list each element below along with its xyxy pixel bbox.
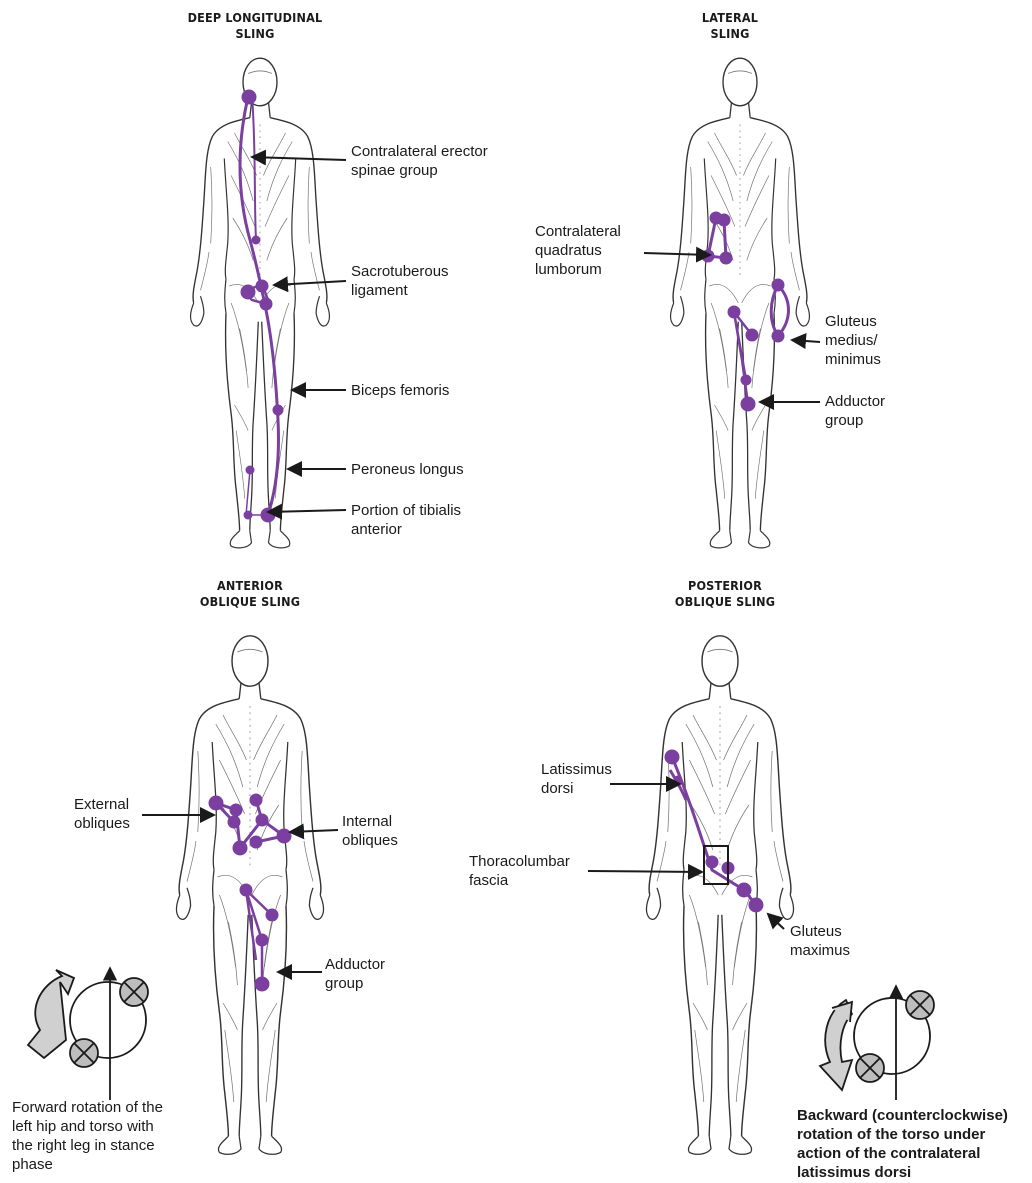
external-obliques-label: External obliques <box>74 795 130 833</box>
posterior-oblique-title: POSTERIOR OBLIQUE SLING <box>662 578 788 610</box>
sacrotuberous-ligament-label: Sacrotuberous ligament <box>351 262 449 300</box>
deep-longitudinal-body-figure <box>160 48 360 558</box>
backward-rotation-icon <box>820 986 934 1100</box>
forward-rotation-caption: Forward rotation of the left hip and tor… <box>12 1098 212 1174</box>
thoracolumbar-fascia-label: Thoracolumbar fascia <box>469 852 570 890</box>
internal-obliques-label: Internal obliques <box>342 812 398 850</box>
anterior-oblique-title: ANTERIOR OBLIQUE SLING <box>187 578 313 610</box>
quadratus-lumborum-label: Contralateral quadratus lumborum <box>535 222 621 279</box>
erector-spinae-label: Contralateral erector spinae group <box>351 142 488 180</box>
lateral-body-figure <box>640 48 840 558</box>
forward-rotation-icon <box>28 968 148 1100</box>
lateral-adductor-label: Adductor group <box>825 392 885 430</box>
biceps-femoris-label: Biceps femoris <box>351 381 449 400</box>
anterior-oblique-body-figure <box>150 625 350 1165</box>
anterior-adductor-label: Adductor group <box>325 955 385 993</box>
latissimus-dorsi-label: Latissimus dorsi <box>541 760 612 798</box>
gluteus-maximus-label: Gluteus maximus <box>790 922 850 960</box>
tibialis-anterior-label: Portion of tibialis anterior <box>351 501 461 539</box>
deep-longitudinal-title: DEEP LONGITUDINAL SLING <box>179 10 332 42</box>
posterior-oblique-body-figure <box>620 625 820 1165</box>
backward-rotation-caption: Backward (counterclockwise) rotation of … <box>797 1106 1029 1182</box>
gluteus-medius-label: Gluteus medius/ minimus <box>825 312 881 369</box>
lateral-title: LATERAL SLING <box>685 10 775 42</box>
peroneus-longus-label: Peroneus longus <box>351 460 464 479</box>
